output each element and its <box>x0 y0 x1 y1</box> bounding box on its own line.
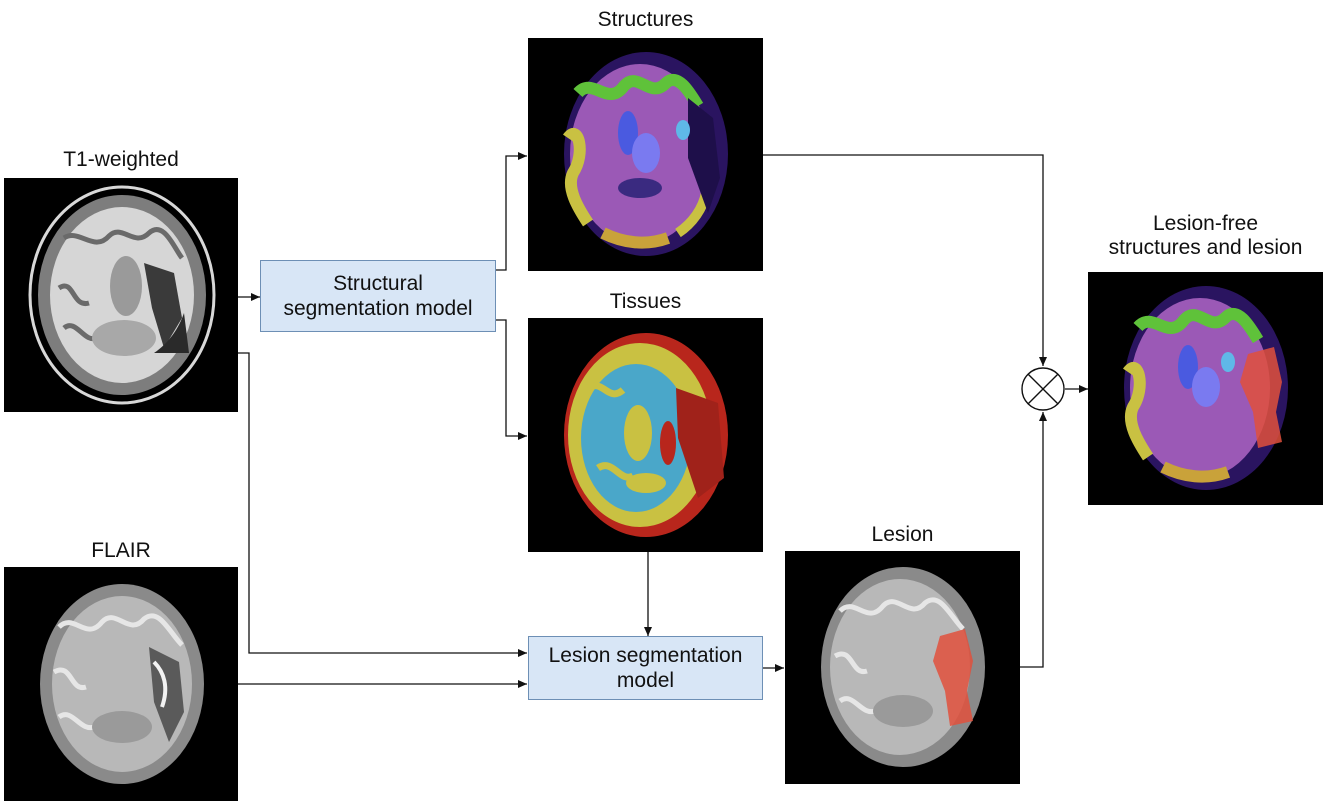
lesion-model-label-line1: Lesion segmentation <box>548 644 743 667</box>
combined-label-line2: structures and lesion <box>1108 236 1303 259</box>
lesion-model-label-line2: model <box>616 669 675 692</box>
combined-label: Lesion-free structures and lesion <box>1088 212 1323 260</box>
structures-image <box>528 38 763 271</box>
combined-image <box>1088 272 1323 505</box>
t1-weighted-image <box>4 178 238 412</box>
structural-model-label-line1: Structural <box>333 272 423 295</box>
arrow-structures-to-combine <box>763 154 1047 366</box>
combined-label-line1: Lesion-free <box>1152 212 1259 235</box>
lesion-label: Lesion <box>871 523 934 546</box>
arrow-structural-to-tissues <box>496 319 527 440</box>
flair-image <box>4 567 238 801</box>
structures-label: Structures <box>597 8 694 31</box>
arrow-lesion-to-combine <box>1020 412 1047 668</box>
tissues-label: Tissues <box>609 290 682 313</box>
lesion-segmentation-model-box: Lesion segmentation model <box>528 636 763 700</box>
t1-weighted-label: T1-weighted <box>63 148 179 171</box>
arrow-t1-to-lesion-model <box>238 352 527 657</box>
lesion-image <box>785 551 1020 784</box>
combine-operator-icon <box>1021 367 1065 411</box>
structural-model-label-line2: segmentation model <box>283 297 473 320</box>
tissues-image <box>528 318 763 552</box>
arrow-structural-to-structures <box>496 152 527 271</box>
structural-segmentation-model-box: Structural segmentation model <box>260 260 496 332</box>
flair-label: FLAIR <box>91 539 151 562</box>
